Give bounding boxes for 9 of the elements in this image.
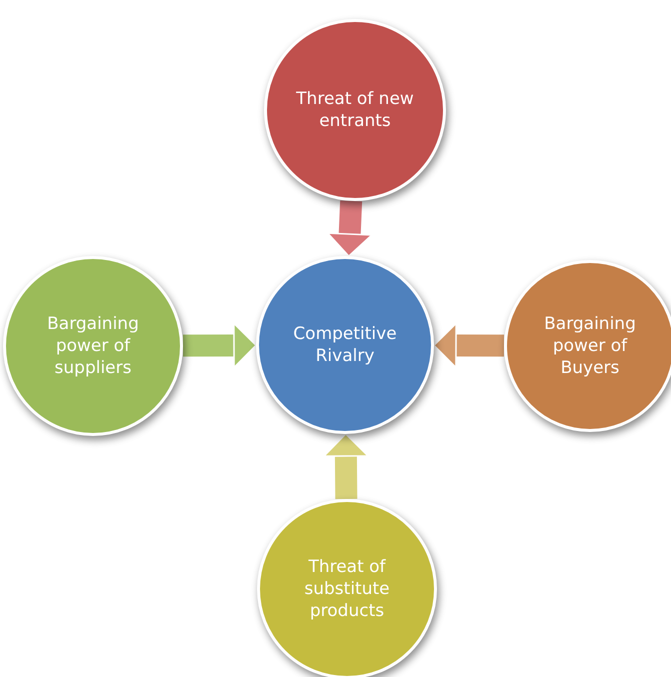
node-label: Competitive Rivalry bbox=[292, 322, 398, 368]
node-label: Threat of new entrants bbox=[295, 88, 415, 132]
node-label: Threat of substitute products bbox=[303, 556, 391, 622]
block-arrow bbox=[327, 200, 372, 257]
node-label: Bargaining power of Buyers bbox=[543, 312, 637, 380]
node-label: Bargaining power of suppliers bbox=[46, 312, 140, 380]
block-arrow bbox=[433, 322, 504, 368]
block-arrow bbox=[182, 322, 257, 368]
block-arrow bbox=[323, 433, 369, 500]
